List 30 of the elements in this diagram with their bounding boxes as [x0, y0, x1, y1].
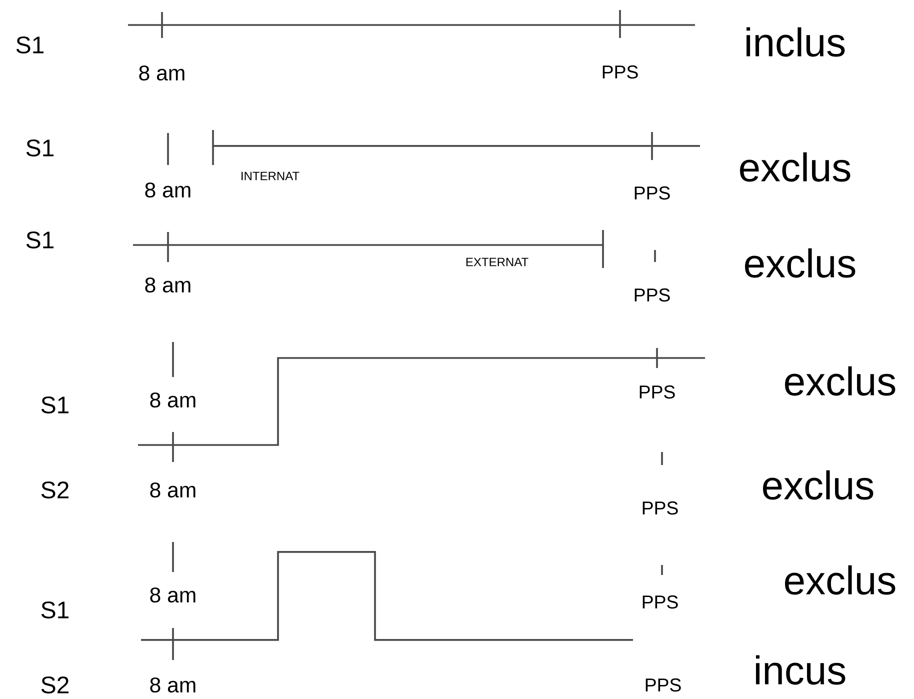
time-label: 8 am — [150, 392, 196, 408]
signal-label: S2 — [41, 481, 68, 498]
status-label: exclus — [745, 248, 856, 278]
time-label: PPS — [642, 501, 678, 515]
time-label: 8 am — [150, 482, 196, 498]
time-label: 8 am — [145, 277, 190, 293]
status-label: incus — [756, 655, 846, 685]
status-label: exclus — [740, 152, 850, 182]
interval-label: EXTERNAT — [466, 258, 528, 266]
status-label: inclus — [746, 27, 845, 57]
time-label: PPS — [642, 595, 678, 609]
time-label: PPS — [634, 288, 670, 302]
time-label: 8 am — [150, 587, 196, 603]
signal-label: S2 — [41, 676, 68, 694]
time-label: 8 am — [150, 677, 196, 693]
interval-label: INTERNAT — [242, 172, 300, 180]
signal-label: S1 — [16, 36, 44, 54]
time-label: PPS — [646, 678, 681, 692]
signal-label: S1 — [26, 140, 54, 156]
time-label: PPS — [602, 65, 638, 79]
status-label: exclus — [763, 470, 874, 500]
time-label: PPS — [634, 186, 670, 200]
time-label: PPS — [640, 385, 675, 399]
status-label: exclus — [785, 565, 896, 595]
signal-label: S1 — [26, 232, 54, 248]
status-label: exclus — [785, 366, 896, 396]
time-label: 8 am — [145, 182, 190, 198]
time-label: 8 am — [139, 65, 184, 81]
signal-label: S1 — [41, 396, 68, 414]
signal-label: S1 — [41, 601, 68, 618]
